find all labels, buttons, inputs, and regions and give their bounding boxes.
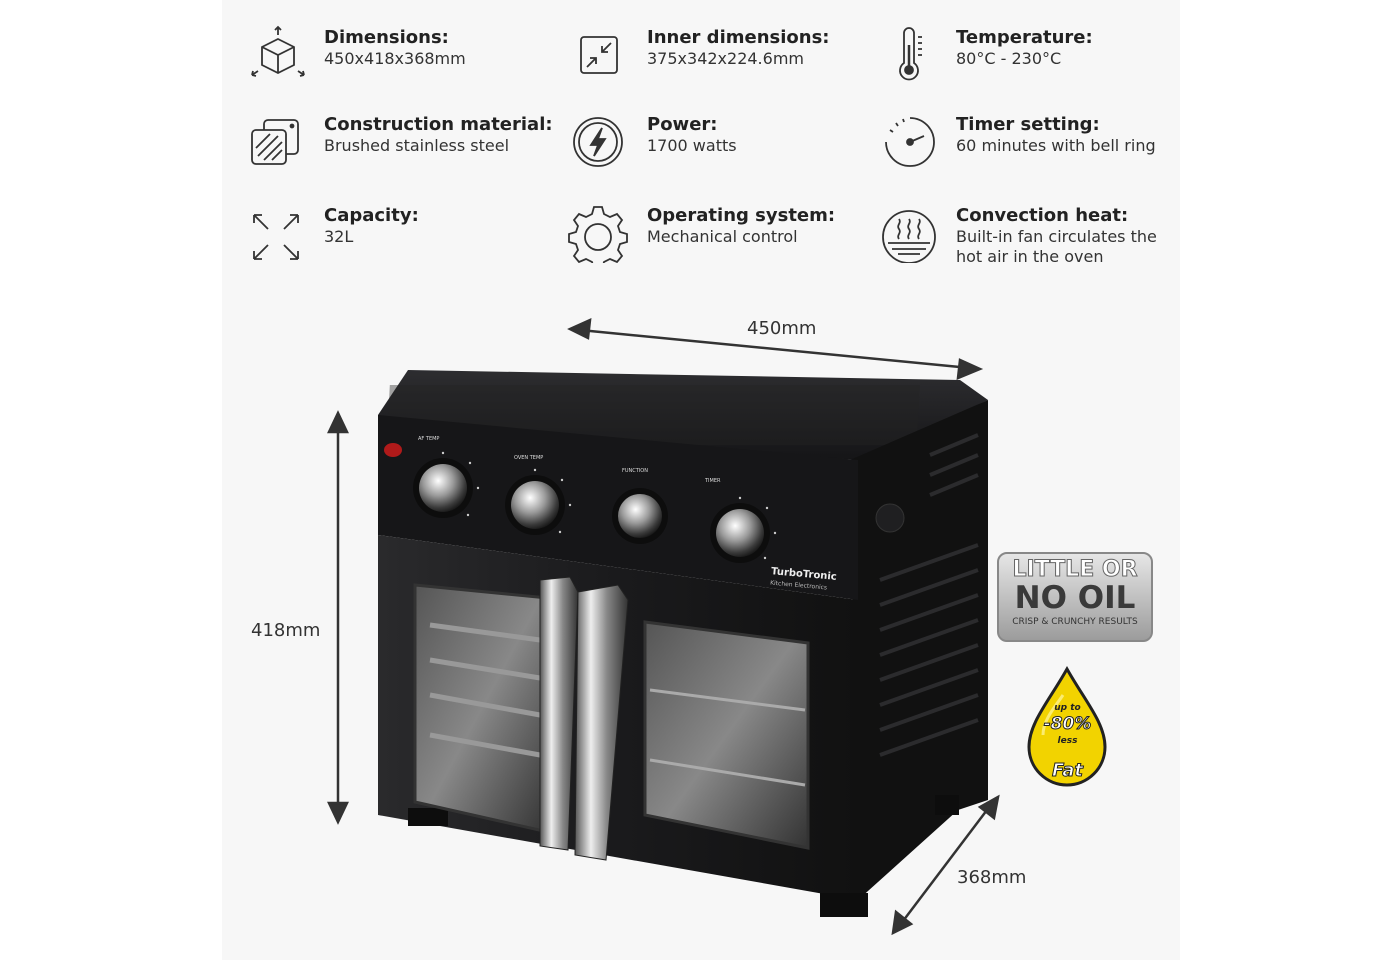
spec-value: Brushed stainless steel <box>324 136 510 155</box>
spec-value: Mechanical control <box>647 227 798 246</box>
door-window-left <box>413 583 550 834</box>
badge-line1: LITTLE OR <box>1012 557 1138 582</box>
door-window-right <box>643 620 810 850</box>
spec-title: Operating system: <box>647 205 836 226</box>
door-handle-right <box>574 584 629 861</box>
width-arrow-head-left <box>567 317 592 340</box>
spec-title: Convection heat: <box>956 205 1129 226</box>
cube-dimensions-icon <box>248 25 308 85</box>
door-handle-left <box>539 576 579 851</box>
little-oil-badge: LITTLE OR NO OIL CRISP & CRUNCHY RESULTS <box>997 552 1153 642</box>
spec-value: Built-in fan circulates the <box>956 227 1157 246</box>
spec-value: 375x342x224.6mm <box>647 49 804 68</box>
knob-oven-temp <box>505 475 565 535</box>
width-arrow-line <box>579 328 971 370</box>
height-arrow-head-top <box>327 410 349 434</box>
spec-value: 80°C - 230°C <box>956 49 1062 68</box>
badge-line3: CRISP & CRUNCHY RESULTS <box>1012 617 1138 627</box>
fat-badge-line4: Fat <box>1052 760 1084 782</box>
fat-badge-line3: less <box>1057 736 1078 746</box>
spec-value: 1700 watts <box>647 136 737 155</box>
badge-line2: NO OIL <box>1014 580 1136 616</box>
width-arrow-head-right <box>956 358 984 380</box>
material-layers-icon <box>248 112 308 172</box>
spec-title: Temperature: <box>956 27 1093 48</box>
foot-back <box>935 795 959 815</box>
depth-label: 368mm <box>957 867 1027 888</box>
knob-timer <box>710 503 770 563</box>
height-arrow-head-bottom <box>327 801 349 825</box>
width-label: 450mm <box>747 318 817 339</box>
spec-value: 60 minutes with bell ring <box>956 136 1156 155</box>
fat-badge-line1: up to <box>1054 703 1081 713</box>
label-af-temp: AF TEMP <box>418 436 440 442</box>
foot-left <box>408 808 448 826</box>
height-label: 418mm <box>251 620 321 641</box>
timer-icon <box>880 112 940 172</box>
side-vent <box>875 503 905 533</box>
power-indicator-light <box>384 443 402 457</box>
spec-value-line2: hot air in the oven <box>956 247 1104 266</box>
spec-title: Timer setting: <box>956 114 1100 135</box>
knob-function <box>612 488 668 544</box>
thermometer-icon <box>880 25 940 85</box>
fat-drop-badge <box>1027 665 1107 787</box>
label-function: FUNCTION <box>622 468 648 474</box>
depth-arrow-head-bottom <box>891 909 914 936</box>
convection-heat-icon <box>880 203 940 263</box>
fat-badge-line2: -80% <box>1043 714 1092 735</box>
lightning-icon <box>571 112 631 172</box>
foot-right <box>820 893 868 917</box>
spec-value: 450x418x368mm <box>324 49 466 68</box>
shrink-arrows-icon <box>571 25 631 85</box>
label-oven-temp: OVEN TEMP <box>514 455 544 461</box>
spec-title: Construction material: <box>324 114 553 135</box>
depth-arrow-head-top <box>977 794 1000 821</box>
depth-arrow-line <box>899 805 991 926</box>
spec-title: Dimensions: <box>324 27 449 48</box>
spec-title: Power: <box>647 114 718 135</box>
spec-value: 32L <box>324 227 354 246</box>
expand-arrows-icon <box>248 203 308 263</box>
knob-af-temp <box>413 458 473 518</box>
gear-icon <box>568 203 628 263</box>
label-timer: TIMER <box>705 478 721 484</box>
spec-title: Inner dimensions: <box>647 27 830 48</box>
spec-title: Capacity: <box>324 205 419 226</box>
